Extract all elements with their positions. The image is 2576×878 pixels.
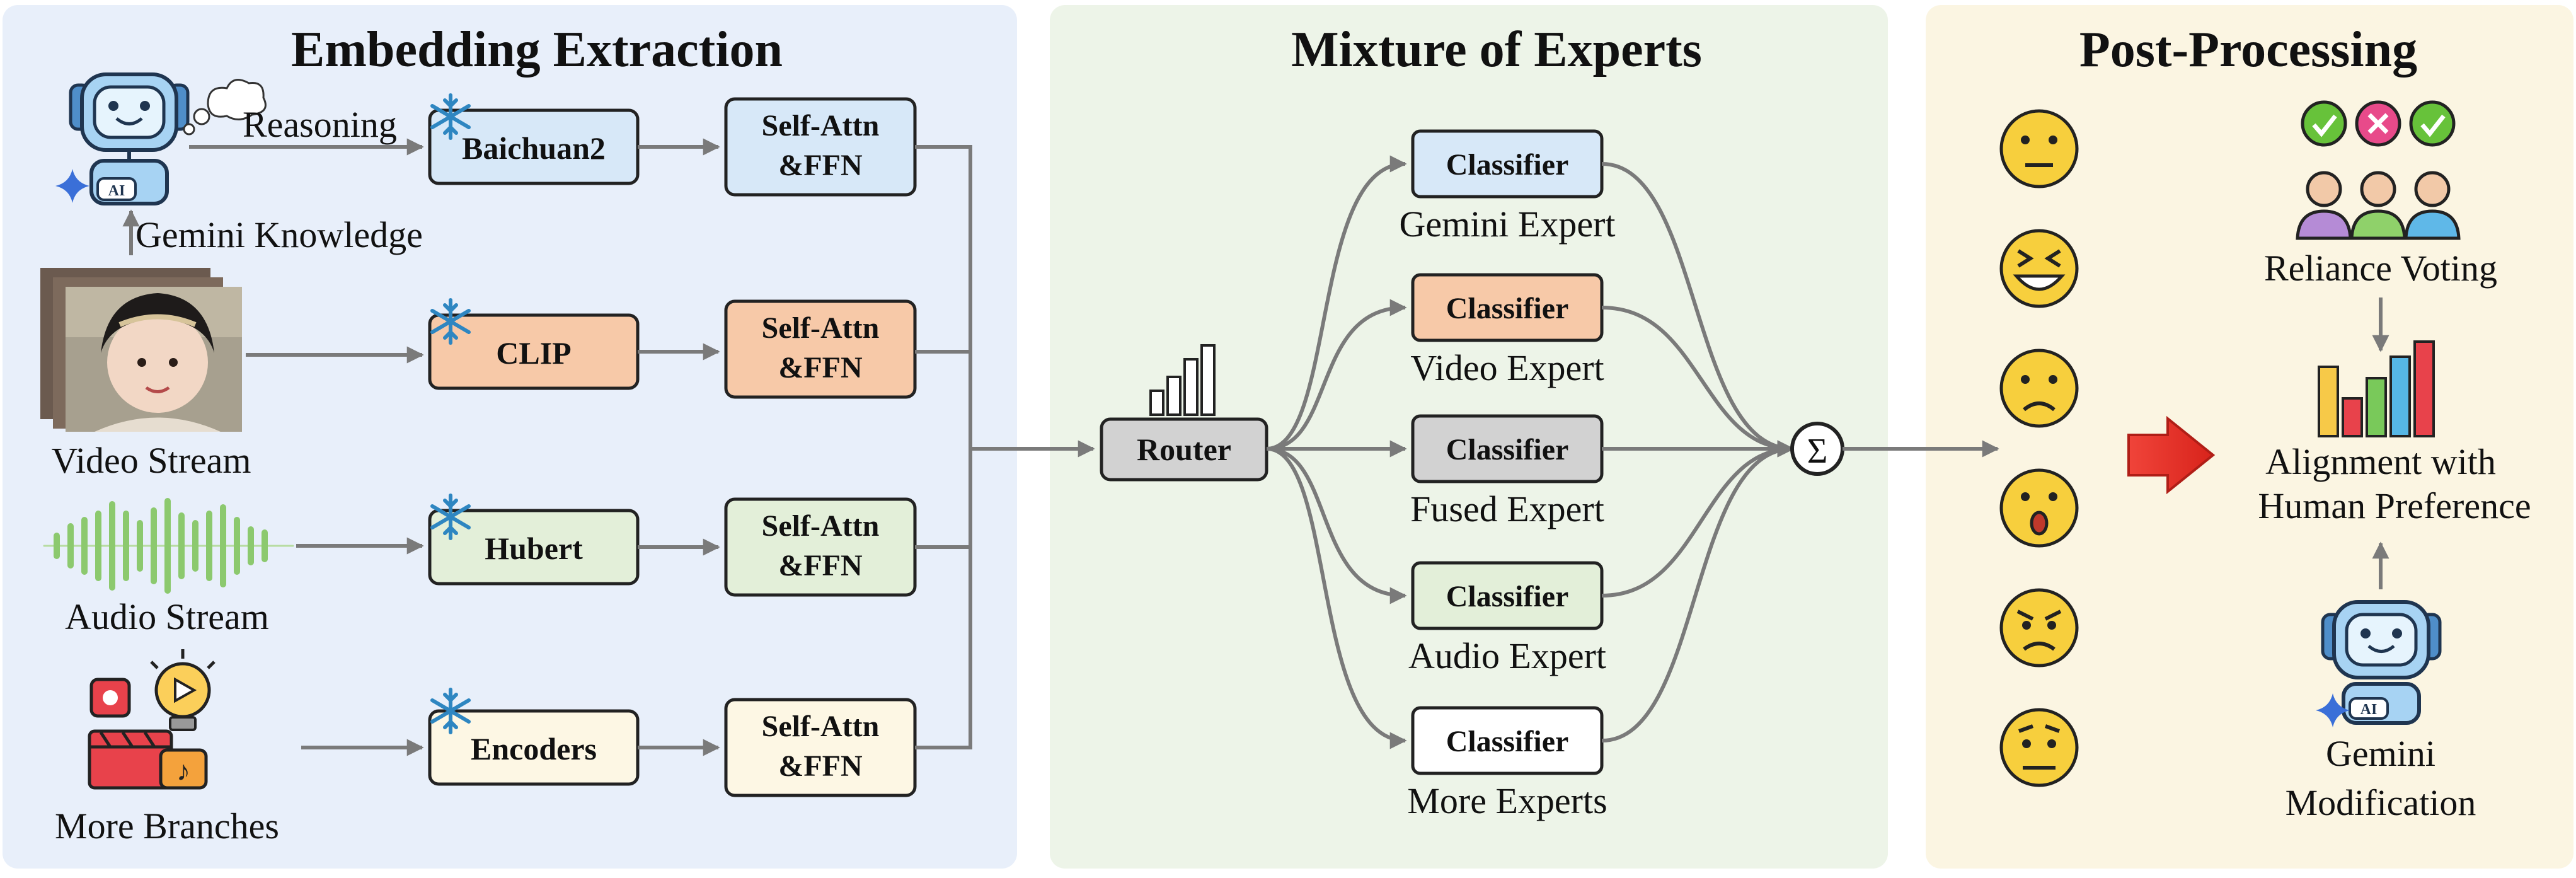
emoji-laughing-icon (1999, 229, 2079, 308)
encoder-label: Hubert (485, 531, 583, 566)
alignment-label-line2: Human Preference (2258, 485, 2531, 526)
sum-node: Σ (1790, 422, 1844, 476)
vote-check-icon (2301, 100, 2347, 147)
red-right-arrow-icon (2127, 415, 2216, 495)
alignment-bars-icon (2318, 340, 2435, 437)
audio-stream-label: Audio Stream (65, 596, 269, 637)
classifier-label: Classifier (1446, 725, 1569, 758)
moe-title: Mixture of Experts (1291, 22, 1702, 78)
classifier-audio: Classifier (1411, 561, 1604, 630)
vote-cross-icon (2355, 100, 2401, 147)
snowflake-icon (430, 494, 471, 540)
gemini-robot-icon: AI (2316, 600, 2442, 727)
encoder-label: Encoders (471, 731, 597, 766)
ffn-label: &FFN (778, 749, 863, 783)
embedding-panel (3, 5, 1017, 869)
router-to-classifier-arrow (1266, 299, 1407, 451)
emoji-sad-icon (1999, 349, 2079, 428)
classifier-to-sum-arrow (1601, 306, 1795, 458)
router-bars-icon (1149, 344, 1216, 416)
gemini-modification-line2: Modification (2286, 782, 2476, 823)
router-to-classifier-arrow (1266, 155, 1407, 451)
classifier-more: Classifier (1411, 706, 1604, 775)
ai-badge-text: AI (2360, 702, 2378, 718)
expert-label: More Experts (1407, 780, 1607, 821)
router-label: Router (1137, 432, 1231, 467)
gemini-knowledge-label: Gemini Knowledge (135, 214, 423, 255)
self-attn-block-blue: Self-Attn &FFN (724, 97, 917, 197)
expert-label: Fused Expert (1410, 488, 1604, 529)
gemini-modification-line1: Gemini (2326, 733, 2435, 774)
classifier-video: Classifier (1411, 273, 1604, 342)
encoder-label: CLIP (496, 335, 571, 371)
encoder-label: Baichuan2 (462, 130, 606, 166)
classifier-fused: Classifier (1411, 414, 1604, 483)
encoder-generic: Encoders (428, 709, 640, 786)
alignment-label-line1: Alignment with (2265, 441, 2496, 482)
svg-text:♪: ♪ (176, 756, 190, 787)
vote-check-icon (2409, 100, 2456, 147)
snowflake-icon (430, 93, 471, 140)
embedding-title: Embedding Extraction (291, 22, 783, 78)
expert-label: Audio Expert (1408, 635, 1606, 676)
classifier-gemini: Classifier (1411, 129, 1604, 199)
router-to-classifier-arrow (1266, 447, 1407, 749)
video-stream-label: Video Stream (51, 440, 251, 481)
emoji-surprised-icon (1999, 468, 2079, 548)
thought-bubble-icon (183, 79, 267, 136)
snowflake-icon (430, 688, 471, 734)
reliance-voting-label: Reliance Voting (2264, 248, 2497, 289)
person-icon (2404, 171, 2461, 240)
person-icon (2350, 171, 2406, 240)
expert-label: Gemini Expert (1399, 204, 1615, 245)
self-attn-label: Self-Attn (762, 311, 880, 345)
ffn-label: &FFN (778, 549, 863, 582)
expert-label: Video Expert (1410, 347, 1604, 388)
encoder-clip: CLIP (428, 313, 640, 390)
more-branches-label: More Branches (55, 806, 279, 846)
encoder-hubert: Hubert (428, 509, 640, 586)
snowflake-icon (430, 298, 471, 345)
ffn-label: &FFN (778, 351, 863, 384)
ai-badge-text: AI (108, 183, 125, 199)
classifier-label: Classifier (1446, 292, 1569, 325)
classifier-to-sum-arrow (1601, 440, 1795, 742)
self-attn-block-orange: Self-Attn &FFN (724, 299, 917, 399)
emoji-angry-icon (1999, 588, 2079, 667)
more-branches-icon: ♪ (88, 649, 216, 790)
reasoning-label: Reasoning (243, 104, 397, 145)
self-attn-label: Self-Attn (762, 509, 880, 543)
emoji-uneasy-icon (1999, 708, 2079, 787)
classifier-to-sum-arrow (1601, 162, 1795, 458)
audio-waveform-icon (43, 498, 294, 594)
video-stream-image (40, 268, 242, 432)
sum-symbol: Σ (1807, 432, 1828, 471)
self-attn-label: Self-Attn (762, 109, 880, 142)
classifier-to-sum-arrow (1601, 440, 1795, 598)
classifier-label: Classifier (1446, 433, 1569, 466)
gemini-robot-icon: AI (55, 72, 190, 205)
emoji-neutral-icon (1999, 109, 2079, 188)
self-attn-label: Self-Attn (762, 710, 880, 743)
classifier-label: Classifier (1446, 148, 1569, 182)
self-attn-block-cream: Self-Attn &FFN (724, 698, 917, 797)
classifier-label: Classifier (1446, 580, 1569, 613)
post-title: Post-Processing (2079, 22, 2417, 78)
person-icon (2296, 171, 2352, 240)
router-block: Router (1100, 417, 1268, 482)
router-to-classifier-arrow (1266, 447, 1407, 604)
self-attn-block-green: Self-Attn &FFN (724, 497, 917, 597)
ffn-label: &FFN (778, 149, 863, 182)
encoder-baichuan2: Baichuan2 (428, 108, 640, 185)
